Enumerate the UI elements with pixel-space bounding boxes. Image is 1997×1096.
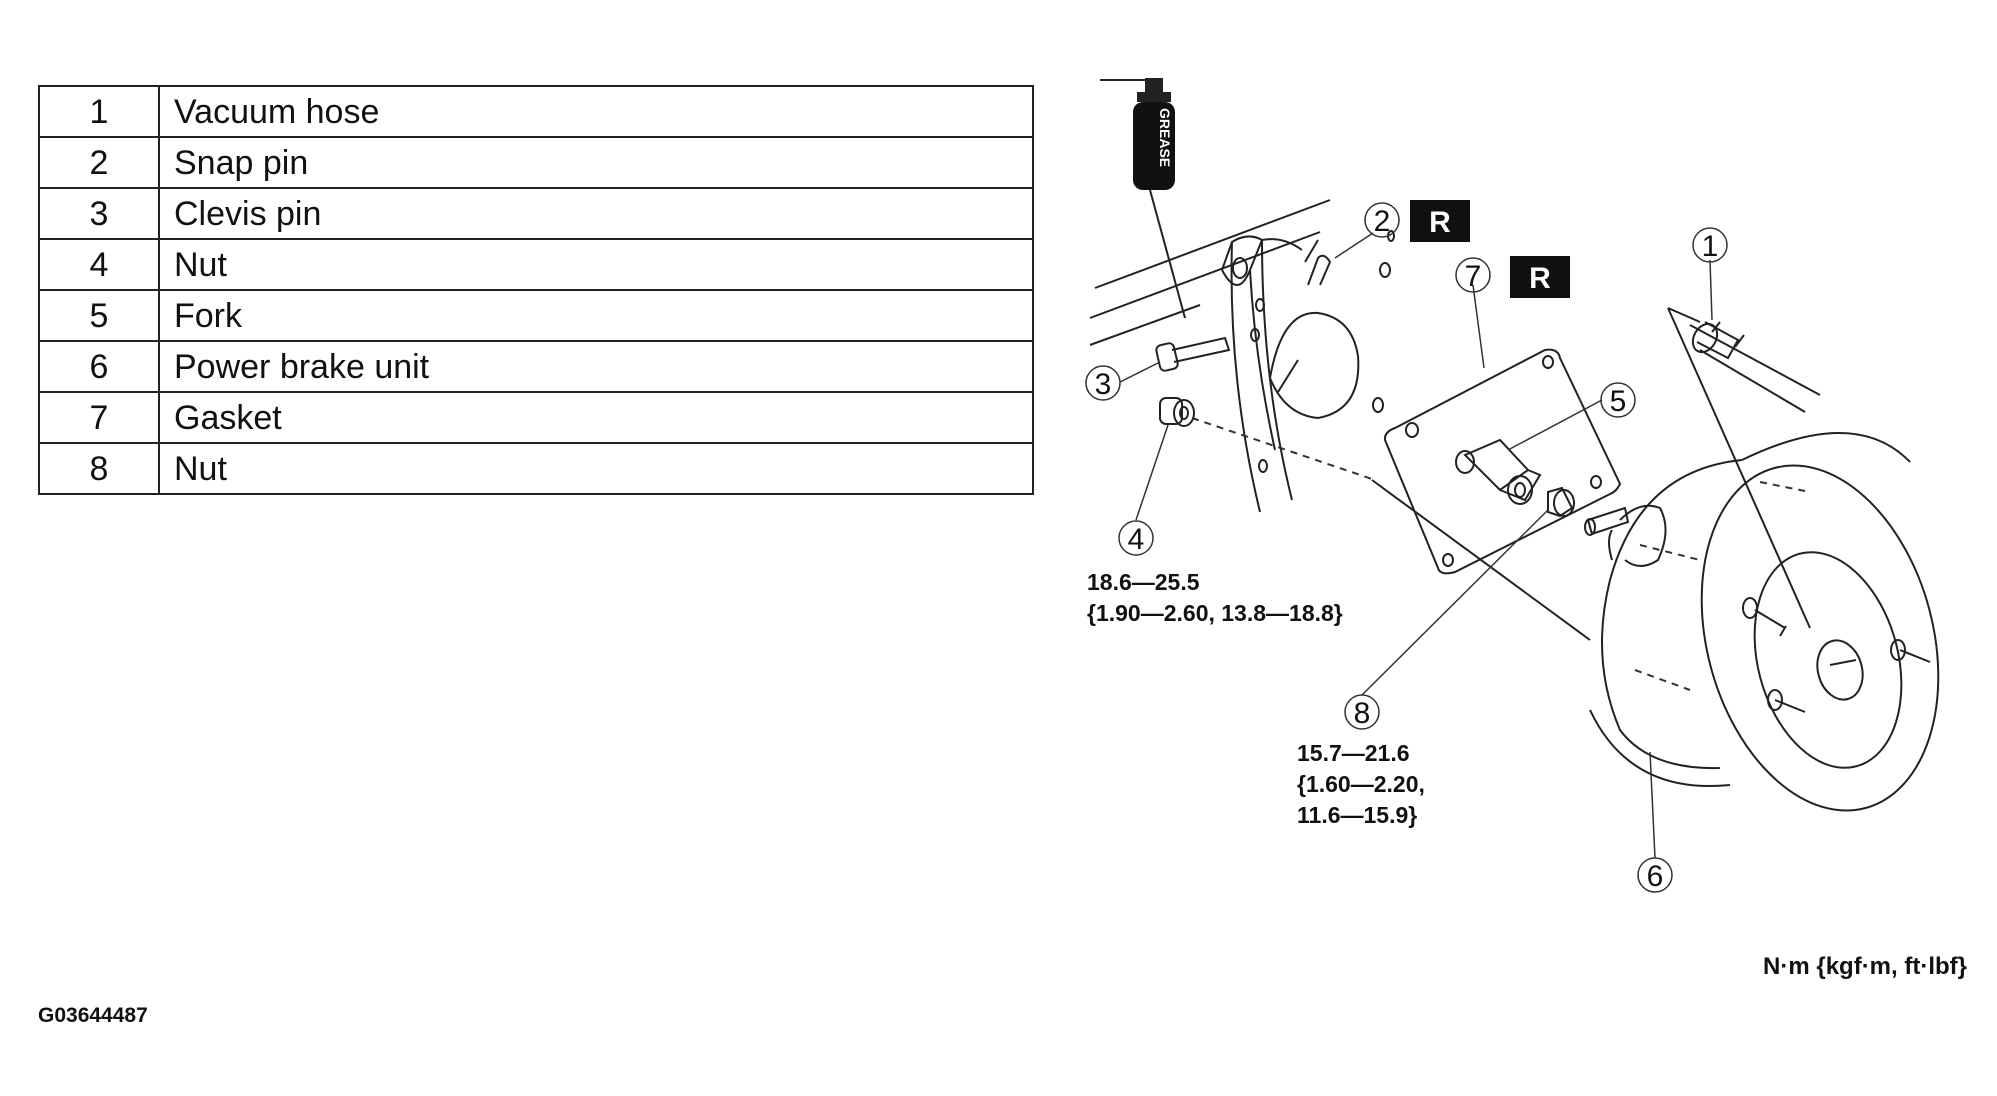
table-row: 7 Gasket xyxy=(38,391,1034,444)
part-number: 5 xyxy=(38,289,160,342)
power-brake-unit xyxy=(1584,432,1940,812)
svg-text:R: R xyxy=(1429,206,1451,239)
callout-6: 6 xyxy=(1637,857,1673,893)
part-name: Snap pin xyxy=(158,136,1034,189)
callout-8: 8 xyxy=(1344,694,1380,730)
part-number: 3 xyxy=(38,187,160,240)
part-number: 4 xyxy=(38,238,160,291)
table-row: 5 Fork xyxy=(38,289,1034,342)
torque-value: 18.6—25.5 xyxy=(1087,569,1200,595)
table-row: 4 Nut xyxy=(38,238,1034,291)
callout-5: 5 xyxy=(1600,382,1636,418)
svg-text:6: 6 xyxy=(1647,860,1664,893)
svg-text:3: 3 xyxy=(1095,368,1112,401)
callout-7: 7 xyxy=(1455,257,1491,293)
table-row: 1 Vacuum hose xyxy=(38,85,1034,138)
part-number: 6 xyxy=(38,340,160,393)
firewall-outline xyxy=(1089,199,1395,513)
part-number: 2 xyxy=(38,136,160,189)
part-number: 1 xyxy=(38,85,160,138)
table-row: 3 Clevis pin xyxy=(38,187,1034,240)
units-legend: N·m {kgf·m, ft·lbf} xyxy=(1763,953,1967,980)
callout-3: 3 xyxy=(1085,365,1121,401)
fork xyxy=(1455,438,1542,505)
torque-conversion: {1.60—2.20, xyxy=(1297,771,1425,798)
parts-table: 1 Vacuum hose 2 Snap pin 3 Clevis pin 4 … xyxy=(38,85,1034,495)
svg-text:1: 1 xyxy=(1702,230,1719,263)
part-name: Power brake unit xyxy=(158,340,1034,393)
callout-4: 4 xyxy=(1118,520,1154,556)
svg-text:7: 7 xyxy=(1465,260,1482,293)
snap-pin xyxy=(1307,254,1332,286)
callout-1: 1 xyxy=(1692,227,1728,263)
part-number: 7 xyxy=(38,391,160,444)
torque-value: 15.7—21.6 xyxy=(1297,740,1410,766)
torque-conversion: {1.90—2.60, 13.8—18.8} xyxy=(1087,600,1343,627)
clevis-pin xyxy=(1155,336,1231,372)
svg-text:2: 2 xyxy=(1374,205,1391,238)
grease-label: GREASE xyxy=(1157,108,1173,167)
part-name: Fork xyxy=(158,289,1034,342)
part-name: Vacuum hose xyxy=(158,85,1034,138)
part-name: Gasket xyxy=(158,391,1034,444)
assembly-lines xyxy=(1191,307,1811,641)
figure-id: G03644487 xyxy=(38,1004,148,1027)
part-name: Nut xyxy=(158,238,1034,291)
torque-conversion: 11.6—15.9} xyxy=(1297,802,1418,829)
table-row: 2 Snap pin xyxy=(38,136,1034,189)
svg-text:R: R xyxy=(1529,262,1551,295)
leader-lines xyxy=(1119,232,1713,859)
svg-text:8: 8 xyxy=(1354,697,1371,730)
svg-text:4: 4 xyxy=(1128,523,1145,556)
svg-text:5: 5 xyxy=(1610,385,1627,418)
part-name: Nut xyxy=(158,442,1034,495)
table-row: 8 Nut xyxy=(38,442,1034,495)
replace-badge: R xyxy=(1410,200,1470,242)
vacuum-hose xyxy=(1689,321,1821,413)
grease-can: GREASE xyxy=(1100,78,1186,319)
replace-badge: R xyxy=(1510,256,1570,298)
part-name: Clevis pin xyxy=(158,187,1034,240)
torque-spec-nut-4: 18.6—25.5 {1.90—2.60, 13.8—18.8} xyxy=(1087,567,1343,629)
gasket xyxy=(1383,348,1622,575)
callout-2: 2 xyxy=(1364,202,1400,238)
nut-8 xyxy=(1547,486,1575,518)
table-row: 6 Power brake unit xyxy=(38,340,1034,393)
nut-4 xyxy=(1159,397,1195,427)
part-number: 8 xyxy=(38,442,160,495)
torque-spec-nut-8: 15.7—21.6 {1.60—2.20, 11.6—15.9} xyxy=(1297,738,1425,831)
